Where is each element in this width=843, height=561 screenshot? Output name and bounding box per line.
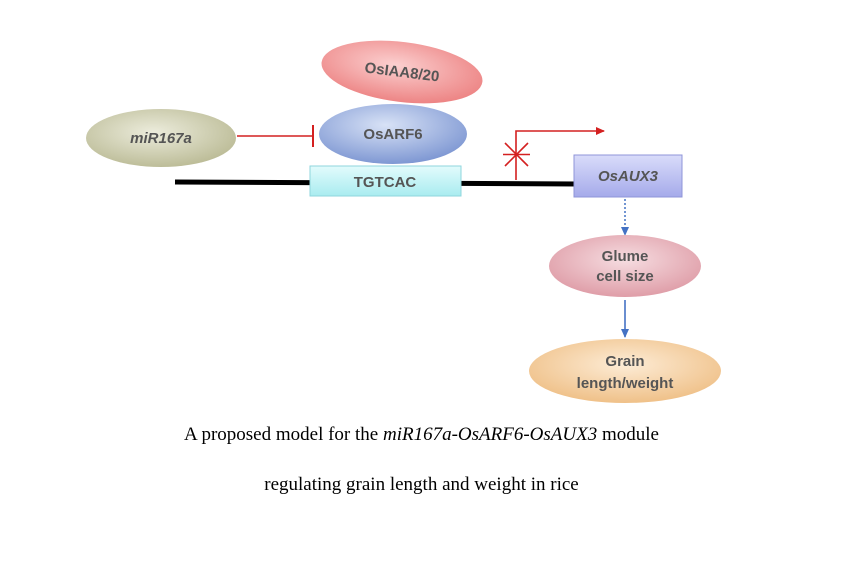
grain-label-line2: length/weight bbox=[577, 375, 674, 392]
tgtcac-label: TGTCAC bbox=[354, 174, 417, 191]
caption-line1: A proposed model for the miR167a-OsARF6-… bbox=[0, 424, 843, 446]
tgtcac-box: TGTCAC bbox=[309, 165, 462, 197]
grain-label-line1: Grain bbox=[605, 353, 644, 370]
caption-suffix: module bbox=[597, 424, 659, 445]
osaux3-label: OsAUX3 bbox=[598, 168, 659, 185]
blocked-mark bbox=[503, 142, 530, 167]
caption-module-name: miR167a-OsARF6-OsAUX3 bbox=[382, 424, 598, 445]
caption-prefix: A proposed model for the bbox=[184, 424, 383, 445]
osiaa-node: OsIAA8/20 bbox=[321, 40, 483, 104]
osaux3-box: OsAUX3 bbox=[573, 154, 683, 198]
osarf6-node: OsARF6 bbox=[319, 104, 467, 164]
grain-node: Grain length/weight bbox=[529, 339, 721, 403]
caption-line2: regulating grain length and weight in ri… bbox=[264, 474, 579, 495]
glume-label-line1: Glume bbox=[602, 248, 649, 265]
osarf6-label: OsARF6 bbox=[363, 126, 422, 143]
glume-node: Glume cell size bbox=[549, 235, 701, 297]
mir167a-label: miR167a bbox=[130, 130, 192, 147]
transcription-arrow bbox=[515, 127, 605, 180]
glume-label-line2: cell size bbox=[596, 268, 654, 285]
inhibition-arrow bbox=[237, 125, 314, 147]
mir167a-node: miR167a bbox=[86, 109, 236, 167]
